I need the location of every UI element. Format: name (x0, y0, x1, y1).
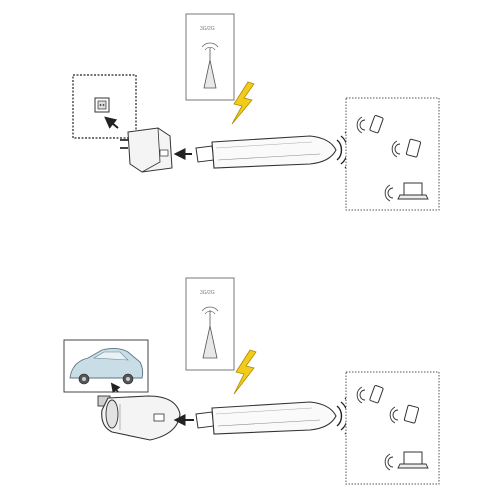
wall-socket-panel (72, 74, 137, 139)
arrow-icon (104, 116, 119, 129)
bottom-tower-label: 3G/2G (200, 290, 215, 296)
arrow-icon (110, 382, 121, 394)
cell-tower-icon (201, 42, 219, 89)
laptop-icon (384, 451, 429, 471)
wall-socket-icon (94, 97, 110, 113)
top-scene: 3G/2G (72, 13, 440, 211)
top-tower-label: 3G/2G (200, 26, 215, 32)
car-panel (63, 339, 149, 394)
smartphone-icon (356, 385, 384, 404)
bottom-tower-panel: 3G/2G (185, 277, 235, 371)
top-tower-panel: 3G/2G (185, 13, 235, 101)
car-icon (69, 347, 144, 385)
usb-power-adapter-icon (120, 127, 173, 173)
lightning-bolt-icon (231, 81, 255, 125)
cell-tower-icon (201, 306, 219, 359)
usb-modem-dongle-icon (195, 401, 337, 435)
laptop-icon (384, 182, 429, 202)
car-charger-icon (97, 395, 181, 441)
bottom-devices-panel (345, 371, 440, 485)
tablet-icon (391, 138, 422, 158)
tablet-icon (389, 404, 420, 424)
usb-modem-dongle-icon (195, 135, 337, 169)
top-devices-panel (345, 97, 440, 211)
bottom-scene: 3G/2G (63, 277, 440, 485)
lightning-bolt-icon (233, 349, 257, 395)
smartphone-icon (356, 115, 384, 134)
